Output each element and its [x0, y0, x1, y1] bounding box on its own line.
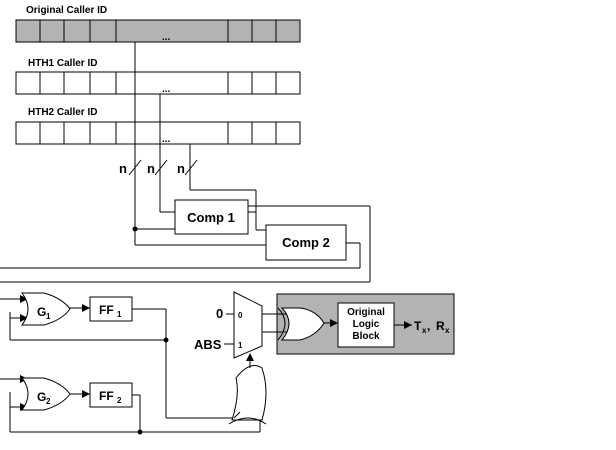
gate-g1-subscript: 1: [46, 312, 51, 321]
bus-width-label-3: n: [177, 161, 185, 176]
output-tx-subscript: x: [422, 326, 427, 335]
mux-input-abs-label: ABS: [194, 337, 222, 352]
comparator-2: Comp 2: [265, 224, 347, 261]
hth2-caller-id-label: HTH2 Caller ID: [28, 107, 97, 118]
gate-g1: G 1: [21, 292, 71, 326]
output-rx-subscript: x: [445, 326, 450, 335]
gate-g1-label: G: [37, 305, 46, 319]
xnor-gate: [228, 353, 267, 432]
flipflop-ff2: FF 2: [89, 382, 133, 408]
gate-g2-subscript: 2: [46, 397, 51, 406]
output-separator: ,: [427, 319, 430, 333]
output-rx: R: [436, 319, 445, 333]
hth2-register-ellipsis: ...: [162, 134, 171, 145]
hth1-caller-id-label: HTH1 Caller ID: [28, 58, 97, 69]
register-buses: [128, 42, 266, 245]
flipflop-ff1-subscript: 1: [117, 310, 122, 319]
comparator-1: Comp 1: [174, 199, 249, 235]
ff1-output-wiring: [132, 308, 234, 419]
logic-block-line1: Original: [347, 307, 385, 318]
mux-select-0-label: 0: [238, 311, 243, 320]
bus-width-label-1: n: [119, 161, 127, 176]
flipflop-ff1-label: FF: [99, 303, 114, 317]
logic-block-line3: Block: [352, 331, 380, 342]
comparator-2-label: Comp 2: [282, 235, 330, 250]
logic-block-line2: Logic: [353, 319, 380, 330]
gate-g2-label: G: [37, 390, 46, 404]
original-register-ellipsis: ...: [162, 32, 171, 43]
output-tx: T: [414, 319, 422, 333]
mux-input-0-label: 0: [216, 306, 223, 321]
multiplexer: 0 1: [233, 291, 263, 359]
hth2-caller-id-register: ...: [15, 121, 301, 145]
original-logic-region: [262, 293, 455, 355]
comparator-wiring: [0, 205, 371, 283]
outputs-label: T x , R x: [414, 319, 450, 335]
ff2-output-wiring: [132, 394, 143, 435]
flipflop-ff1: FF 1: [89, 296, 133, 322]
mux-inputs: 0 ABS: [194, 306, 234, 352]
mux-select-1-label: 1: [238, 341, 243, 350]
original-caller-id-register: ...: [15, 19, 301, 43]
flipflop-ff2-label: FF: [99, 389, 114, 403]
gate-g1-wiring: [0, 295, 166, 341]
hth1-register-ellipsis: ...: [162, 84, 171, 95]
original-caller-id-label: Original Caller ID: [26, 5, 107, 16]
gate-g2: G 2: [21, 377, 71, 411]
flipflop-ff2-subscript: 2: [117, 396, 122, 405]
hth1-caller-id-register: ...: [15, 71, 301, 95]
comparator-1-label: Comp 1: [187, 210, 235, 225]
bus-width-label-2: n: [147, 161, 155, 176]
